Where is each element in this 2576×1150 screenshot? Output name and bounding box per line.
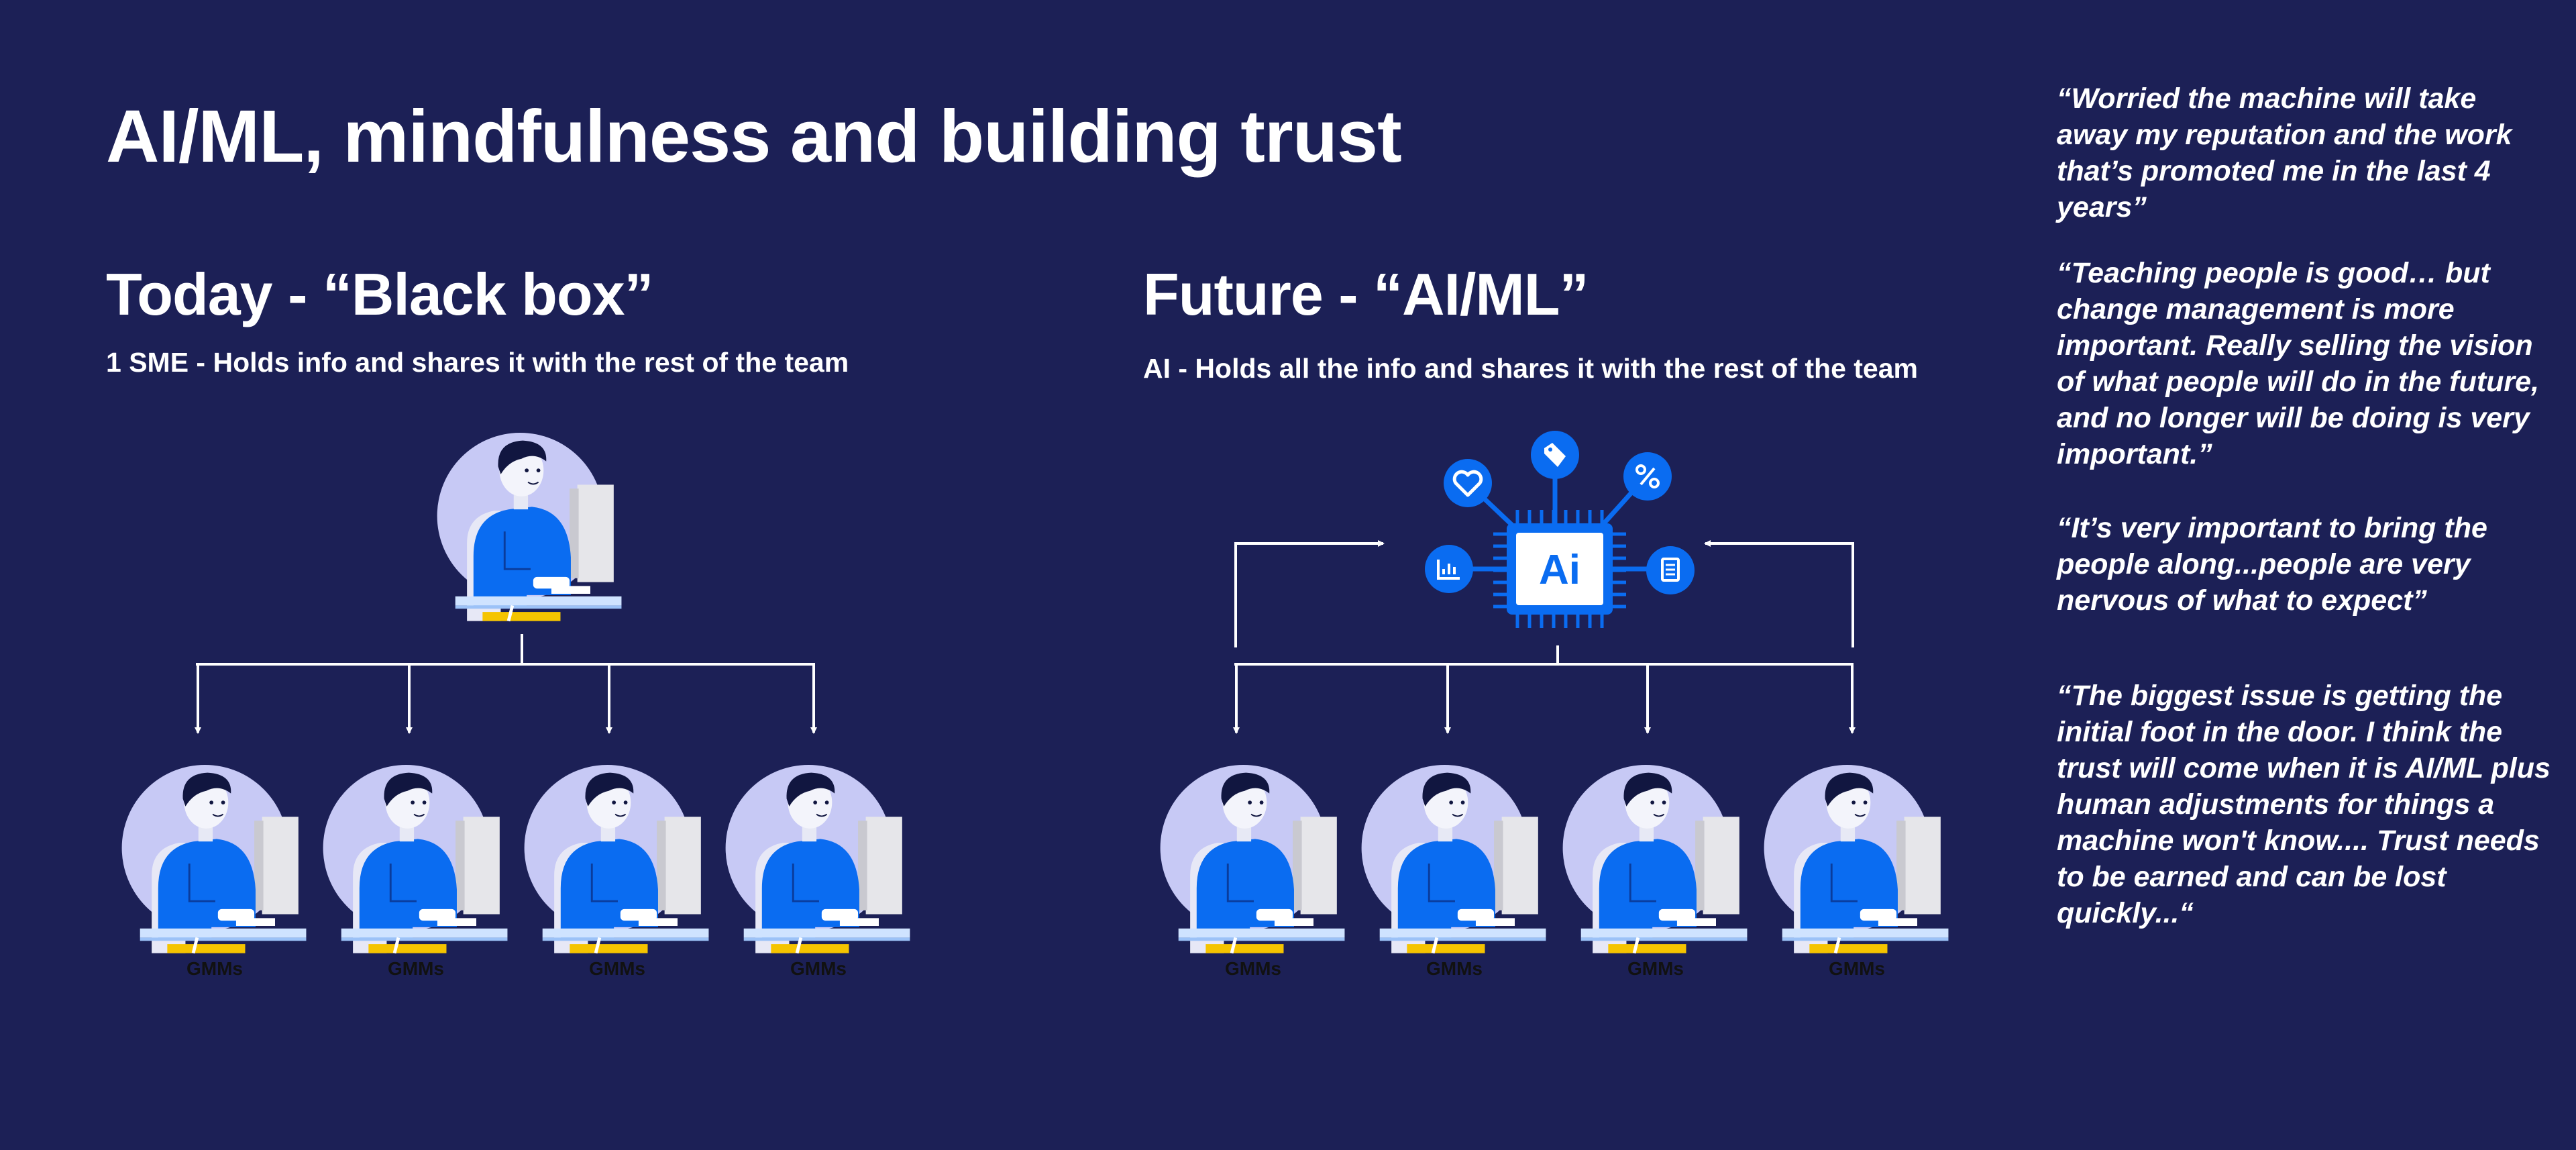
person-illustration xyxy=(437,433,622,622)
person-illustration xyxy=(1562,765,1748,954)
ai-chip-icon xyxy=(1507,523,1613,615)
quote-3: “It’s very important to bring the people… xyxy=(2057,512,2487,617)
tag-icon xyxy=(1531,431,1579,479)
gmm-label: GMMs xyxy=(1829,958,1885,979)
gmm-label: GMMs xyxy=(388,958,444,979)
clipboard-icon xyxy=(1646,546,1695,594)
sme-person xyxy=(429,433,631,634)
future-member-1 xyxy=(1152,765,1354,966)
person-illustration xyxy=(1361,765,1546,954)
person-illustration xyxy=(524,765,709,954)
today-member-4 xyxy=(718,765,919,966)
ai-chip-label: Ai xyxy=(1539,547,1580,593)
person-illustration xyxy=(121,765,307,954)
ai-chip-cluster: Ai xyxy=(1425,431,1695,628)
today-member-3 xyxy=(517,765,718,966)
today-section-subtitle: 1 SME - Holds info and shares it with th… xyxy=(106,347,849,378)
feedback-arrow-left xyxy=(1234,540,1385,647)
future-section-subtitle: AI - Holds all the info and shares it wi… xyxy=(1143,353,1918,384)
bar-chart-icon xyxy=(1425,545,1473,593)
gmm-label: GMMs xyxy=(589,958,645,979)
gmm-label: GMMs xyxy=(790,958,847,979)
quote-4: “The biggest issue is getting the initia… xyxy=(2057,680,2551,929)
gmm-label: GMMs xyxy=(1225,958,1281,979)
today-member-1 xyxy=(114,765,315,966)
percent-icon xyxy=(1623,452,1672,501)
person-illustration xyxy=(323,765,508,954)
page-title: AI/ML, mindfulness and building trust xyxy=(106,95,1402,178)
person-illustration xyxy=(1764,765,1949,954)
person-illustration xyxy=(725,765,910,954)
future-member-3 xyxy=(1555,765,1756,966)
future-member-2 xyxy=(1354,765,1555,966)
future-member-4 xyxy=(1756,765,1957,966)
gmm-label: GMMs xyxy=(1426,958,1483,979)
quote-2: “Teaching people is good… but change man… xyxy=(2057,257,2540,470)
today-section-title: Today - “Black box” xyxy=(106,261,654,327)
gmm-label: GMMs xyxy=(186,958,243,979)
person-illustration xyxy=(1160,765,1345,954)
feedback-arrow-right xyxy=(1704,540,1854,647)
future-section-title: Future - “AI/ML” xyxy=(1143,261,1589,327)
quote-1: “Worried the machine will take away my r… xyxy=(2057,83,2512,223)
heart-icon xyxy=(1444,459,1492,507)
gmm-label: GMMs xyxy=(1627,958,1684,979)
today-member-2 xyxy=(315,765,517,966)
